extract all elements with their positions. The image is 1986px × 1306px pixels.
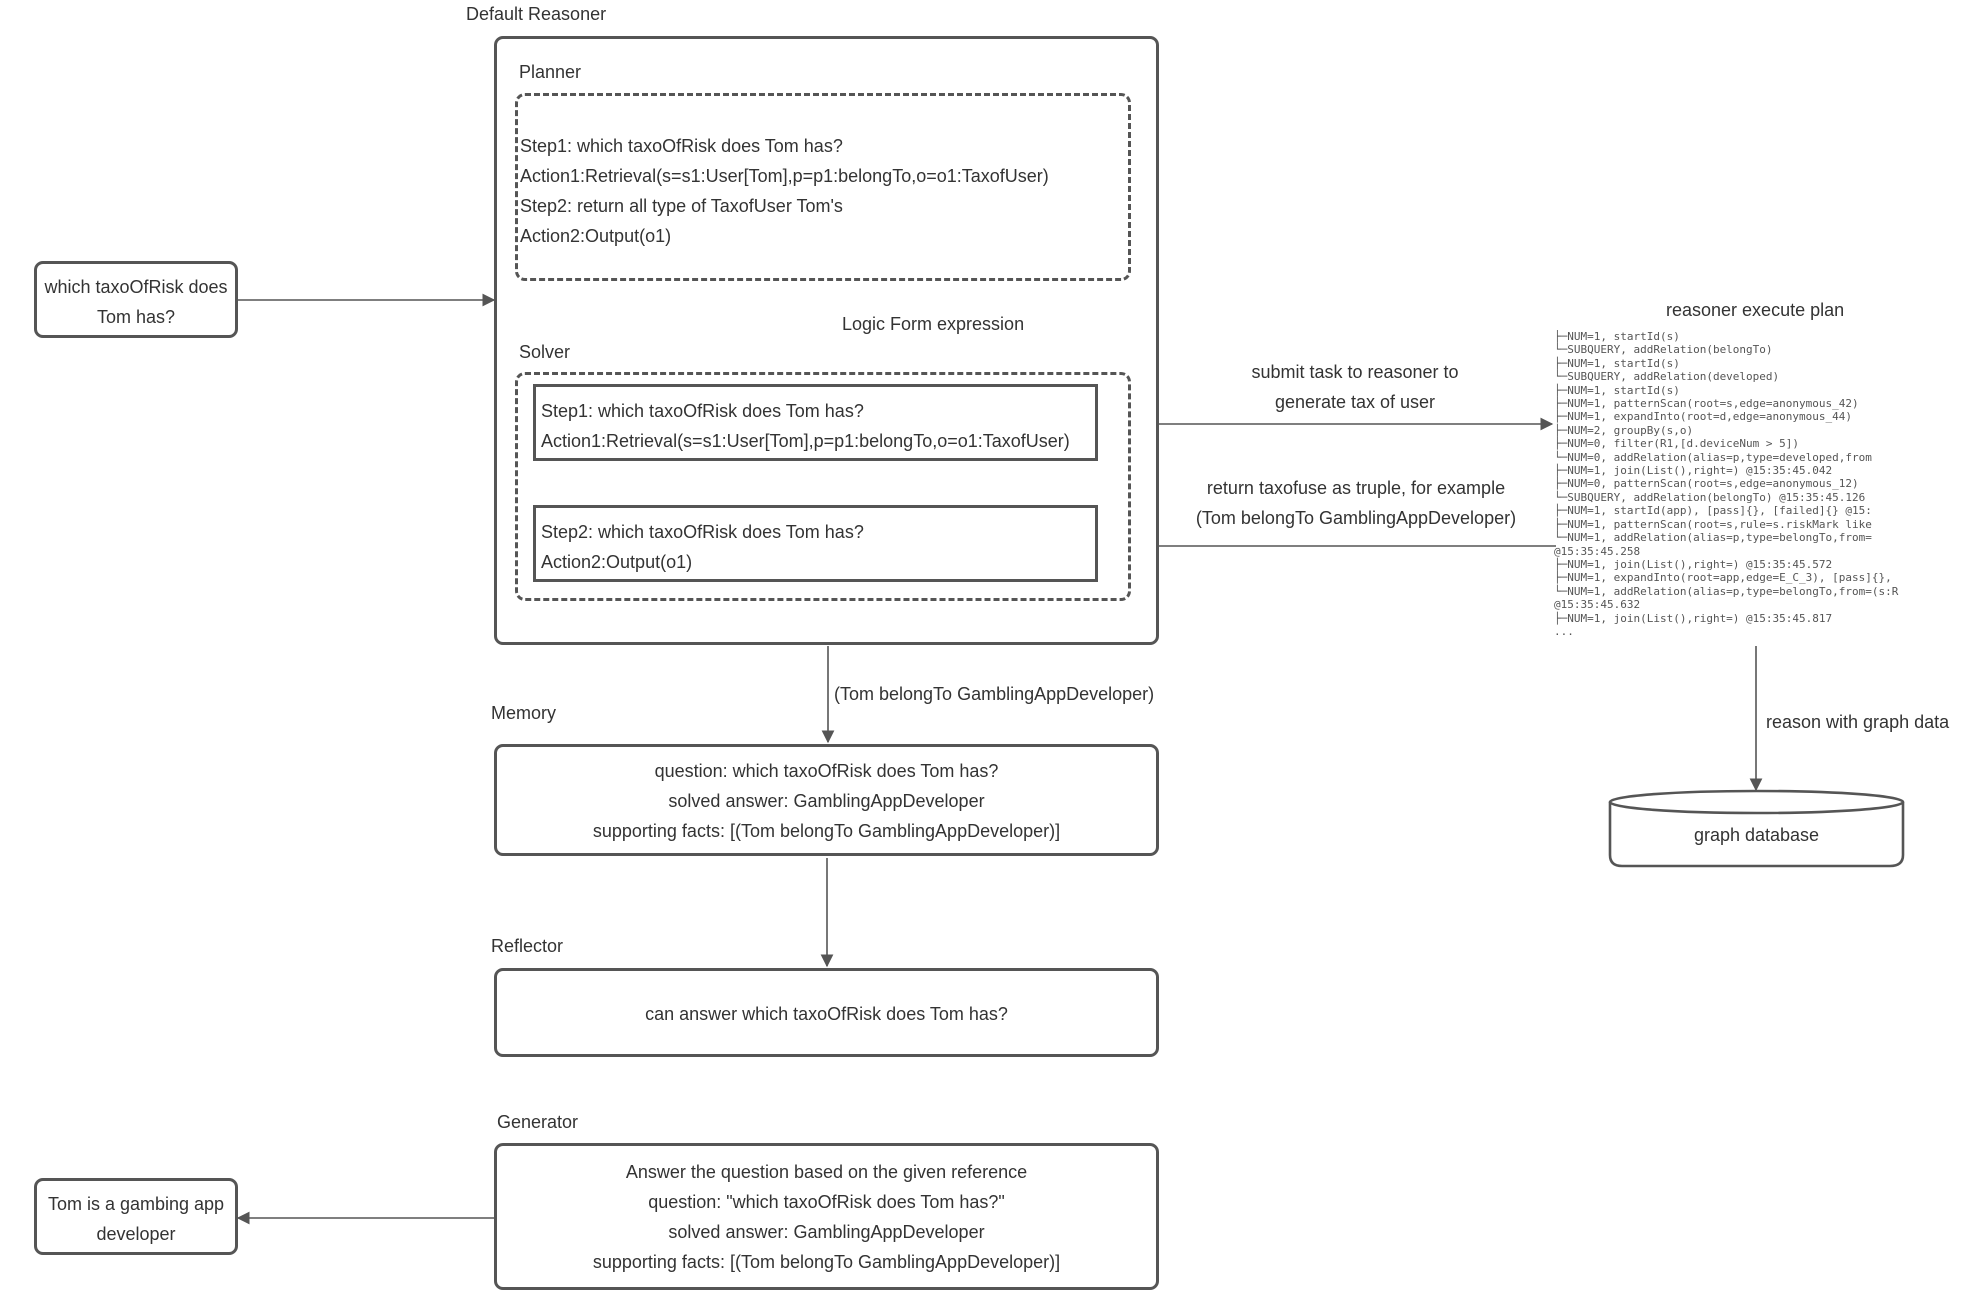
execute-plan-line: ├─NUM=0, filter(R1,[d.deviceNum > 5]) bbox=[1554, 437, 1800, 451]
solver-box bbox=[515, 372, 1131, 601]
planner-steps: Step1: which taxoOfRisk does Tom has? Ac… bbox=[520, 131, 1049, 251]
graph-database-label: graph database bbox=[1693, 825, 1820, 845]
execute-plan-line: @15:35:45.632 bbox=[1554, 598, 1641, 612]
return-label-line: return taxofuse as truple, for example bbox=[1206, 478, 1506, 498]
execute-plan-line: ├─NUM=2, groupBy(s,o) bbox=[1554, 423, 1694, 437]
graph-database-cylinder bbox=[1608, 789, 1905, 868]
memory-box: question: which taxoOfRisk does Tom has?… bbox=[494, 744, 1159, 856]
execute-plan-line: ├─NUM=1, join(List(),right=) @15:35:45.5… bbox=[1554, 557, 1833, 571]
submit-label-line: submit task to reasoner to bbox=[1251, 362, 1459, 382]
reflector-title: Reflector bbox=[491, 936, 564, 956]
memory-title: Memory bbox=[491, 703, 557, 723]
generator-title: Generator bbox=[497, 1112, 579, 1132]
execute-plan-line: ├─NUM=1, expandInto(root=app,edge=E_C_3)… bbox=[1554, 571, 1892, 585]
graph-label: reason with graph data bbox=[1766, 712, 1950, 732]
execute-plan-line: ├─NUM=1, patternScan(root=s,edge=anonymo… bbox=[1554, 397, 1859, 411]
execute-plan-line: ├─NUM=1, join(List(),right=) @15:35:45.8… bbox=[1554, 611, 1833, 625]
generator-line: solved answer: GamblingAppDeveloper bbox=[668, 1222, 985, 1242]
planner-line: Step1: which taxoOfRisk does Tom has? bbox=[520, 136, 843, 156]
execute-plan-line: └─NUM=1, addRelation(alias=p,type=belong… bbox=[1554, 531, 1872, 545]
solver-title: Solver bbox=[519, 342, 571, 362]
execute-plan-line: ├─NUM=1, startId(app), [pass]{}, [failed… bbox=[1554, 504, 1872, 518]
submit-label-line: generate tax of user bbox=[1274, 392, 1436, 412]
return-label: return taxofuse as truple, for example (… bbox=[1176, 473, 1536, 533]
input-question-line: Tom has? bbox=[96, 307, 176, 327]
output-answer-line: developer bbox=[96, 1224, 176, 1244]
solver-step2-box: Step2: which taxoOfRisk does Tom has? Ac… bbox=[533, 505, 1098, 582]
memory-edge-label: (Tom belongTo GamblingAppDeveloper) bbox=[834, 684, 1155, 704]
logic-form-label: Logic Form expression bbox=[842, 314, 1025, 334]
execute-plan-line: ├─NUM=0, patternScan(root=s,edge=anonymo… bbox=[1554, 477, 1859, 491]
return-label-line: (Tom belongTo GamblingAppDeveloper) bbox=[1195, 508, 1517, 528]
submit-label: submit task to reasoner to generate tax … bbox=[1180, 357, 1530, 417]
execute-plan-line: ... bbox=[1554, 624, 1574, 638]
input-question-line: which taxoOfRisk does bbox=[44, 277, 228, 297]
execute-plan-line: @15:35:45.258 bbox=[1554, 544, 1641, 558]
planner-box: Step1: which taxoOfRisk does Tom has? Ac… bbox=[515, 93, 1131, 281]
reflector-box: can answer which taxoOfRisk does Tom has… bbox=[494, 968, 1159, 1057]
output-answer-line: Tom is a gambing app bbox=[47, 1194, 225, 1214]
planner-title: Planner bbox=[519, 62, 582, 82]
planner-line: Action2:Output(o1) bbox=[520, 226, 672, 246]
execute-plan-line: ├─NUM=1, startId(s) bbox=[1554, 383, 1680, 397]
generator-line: question: "which taxoOfRisk does Tom has… bbox=[648, 1192, 1005, 1212]
generator-line: supporting facts: [(Tom belongTo Gamblin… bbox=[592, 1252, 1061, 1272]
solver-step1-line: Step1: which taxoOfRisk does Tom has? bbox=[541, 401, 864, 421]
memory-line: solved answer: GamblingAppDeveloper bbox=[668, 791, 985, 811]
execute-plan-title: reasoner execute plan bbox=[1666, 300, 1845, 320]
execute-plan-line: ├─NUM=1, patternScan(root=s,rule=s.riskM… bbox=[1554, 517, 1872, 531]
generator-line: Answer the question based on the given r… bbox=[625, 1162, 1028, 1182]
execute-plan-line: └─NUM=1, addRelation(alias=p,type=belong… bbox=[1554, 584, 1899, 598]
solver-step2-line: Step2: which taxoOfRisk does Tom has? bbox=[541, 522, 864, 542]
input-question-box: which taxoOfRisk does Tom has? bbox=[34, 261, 238, 338]
solver-step1-box: Step1: which taxoOfRisk does Tom has? Ac… bbox=[533, 384, 1098, 461]
execute-plan-line: ├─NUM=1, join(List(),right=) @15:35:45.0… bbox=[1554, 464, 1833, 478]
execute-plan-text: ├─NUM=1, startId(s)└─SUBQUERY, addRelati… bbox=[1554, 330, 1954, 642]
output-answer-box: Tom is a gambing app developer bbox=[34, 1178, 238, 1255]
planner-line: Action1:Retrieval(s=s1:User[Tom],p=p1:be… bbox=[520, 166, 1049, 186]
memory-line: question: which taxoOfRisk does Tom has? bbox=[654, 761, 999, 781]
execute-plan-line: └─SUBQUERY, addRelation(belongTo) @15:35… bbox=[1554, 490, 1866, 504]
execute-plan-line: ├─NUM=1, startId(s) bbox=[1554, 330, 1680, 343]
reflector-text: can answer which taxoOfRisk does Tom has… bbox=[645, 1004, 1008, 1024]
memory-line: supporting facts: [(Tom belongTo Gamblin… bbox=[592, 821, 1061, 841]
execute-plan-line: └─SUBQUERY, addRelation(developed) bbox=[1554, 370, 1780, 384]
execute-plan-line: └─SUBQUERY, addRelation(belongTo) bbox=[1554, 343, 1773, 357]
solver-step2-line: Action2:Output(o1) bbox=[541, 552, 693, 572]
reasoner-title: Default Reasoner bbox=[466, 4, 607, 24]
solver-step1-line: Action1:Retrieval(s=s1:User[Tom],p=p1:be… bbox=[541, 431, 1070, 451]
execute-plan-line: └─NUM=0, addRelation(alias=p,type=develo… bbox=[1554, 450, 1872, 464]
planner-line: Step2: return all type of TaxofUser Tom'… bbox=[520, 196, 843, 216]
execute-plan-line: ├─NUM=1, expandInto(root=d,edge=anonymou… bbox=[1554, 410, 1853, 424]
execute-plan-line: ├─NUM=1, startId(s) bbox=[1554, 356, 1680, 370]
generator-box: Answer the question based on the given r… bbox=[494, 1143, 1159, 1290]
